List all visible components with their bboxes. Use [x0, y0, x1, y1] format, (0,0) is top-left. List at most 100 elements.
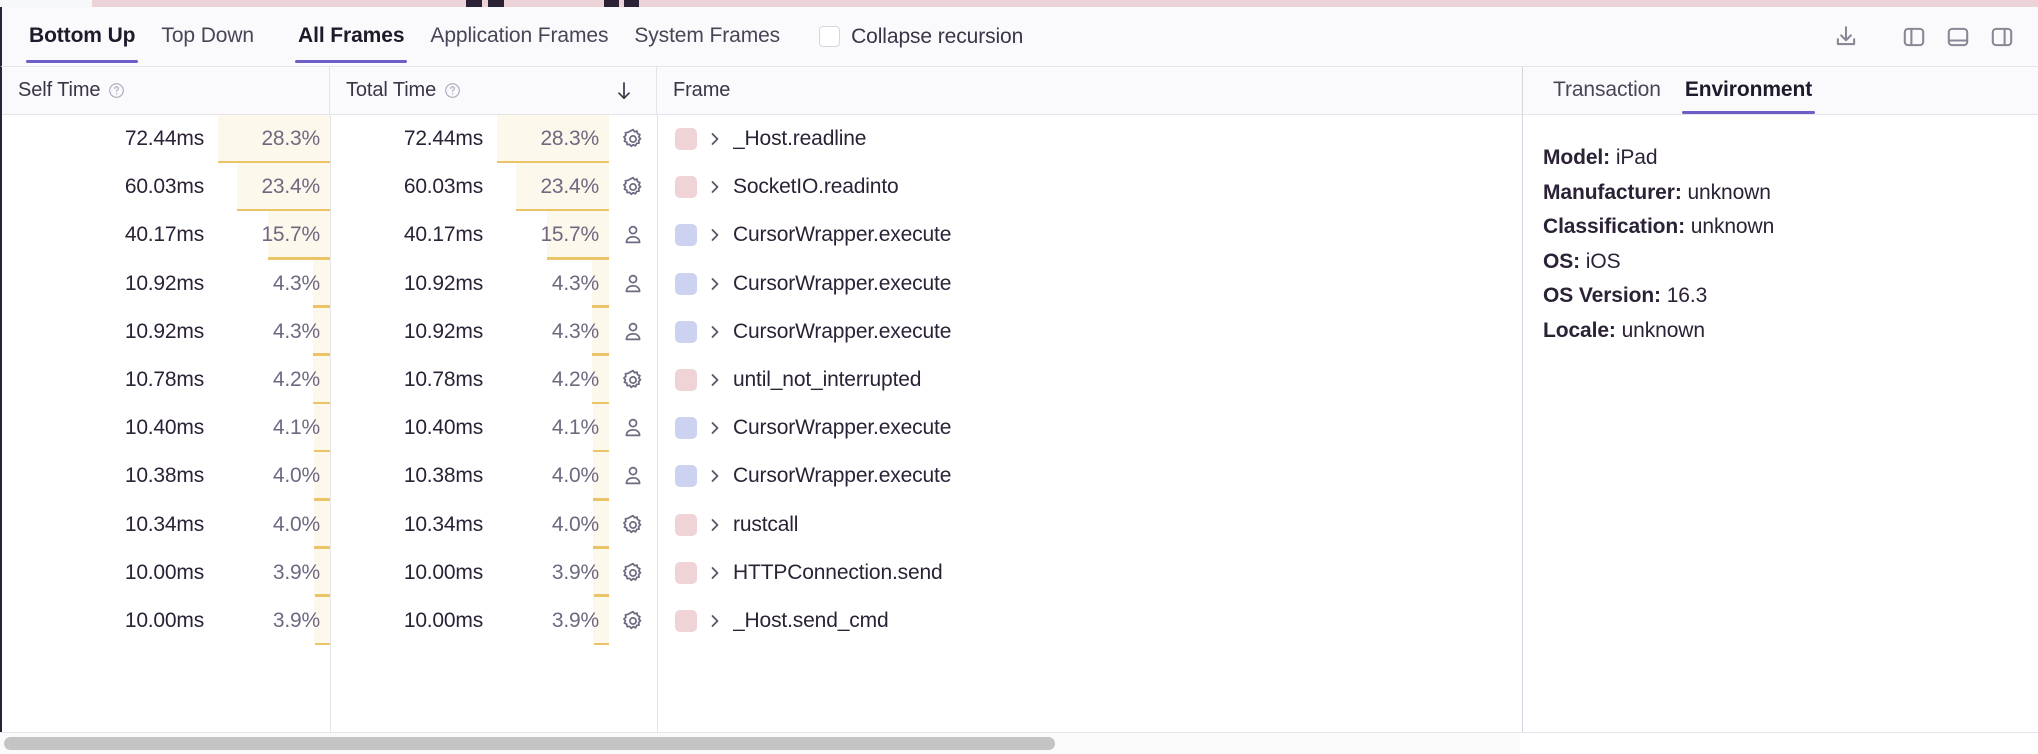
view-toolbar: Bottom Up Top Down All Frames Applicatio… — [0, 7, 2038, 67]
collapse-recursion-checkbox[interactable] — [819, 26, 841, 47]
total-percent-value: 3.9% — [551, 608, 599, 632]
tab-environment[interactable]: Environment — [1673, 67, 1824, 114]
expand-chevron-icon[interactable] — [697, 130, 733, 148]
column-header-frame[interactable]: Frame — [657, 67, 1522, 114]
self-time-value: 10.92ms — [124, 319, 204, 343]
self-time-value: 40.17ms — [124, 223, 204, 247]
expand-chevron-icon[interactable] — [697, 564, 733, 582]
environment-detail-row: Manufacturer: unknown — [1543, 176, 2038, 211]
frame-color-swatch-application — [675, 320, 697, 343]
help-icon[interactable] — [444, 82, 461, 99]
expand-chevron-icon[interactable] — [697, 178, 733, 196]
frames-table-header: Self Time Total Time — [2, 67, 1522, 115]
tab-transaction[interactable]: Transaction — [1541, 67, 1673, 114]
self-percent-bar: 28.3% — [218, 115, 330, 164]
frame-type-button[interactable] — [609, 272, 657, 296]
frame-type-button[interactable] — [609, 416, 657, 440]
panel-body: Self Time Total Time — [0, 67, 2038, 732]
frame-type-button[interactable] — [609, 464, 657, 488]
tab-system-frames[interactable]: System Frames — [621, 10, 793, 63]
self-percent-value: 3.9% — [272, 560, 320, 584]
frame-color-swatch-application — [675, 417, 697, 440]
self-time-value: 60.03ms — [124, 175, 204, 199]
tab-bottom-up[interactable]: Bottom Up — [16, 10, 148, 63]
frame-color-swatch-system — [675, 561, 697, 584]
tab-application-frames[interactable]: Application Frames — [417, 10, 621, 63]
frames-table: Self Time Total Time — [2, 67, 1522, 732]
gear-icon — [623, 610, 642, 630]
frame-type-button[interactable] — [609, 127, 657, 151]
environment-detail-key: Locale: — [1543, 318, 1616, 342]
frame-type-button[interactable] — [609, 175, 657, 199]
frame-color-swatch-system — [675, 513, 697, 536]
frame-type-button[interactable] — [609, 561, 657, 585]
expand-chevron-icon[interactable] — [697, 467, 733, 485]
view-tab-group: Bottom Up Top Down All Frames Applicatio… — [16, 10, 793, 63]
frame-type-button[interactable] — [609, 320, 657, 344]
frame-type-button[interactable] — [609, 223, 657, 247]
expand-chevron-icon[interactable] — [697, 516, 733, 534]
expand-chevron-icon[interactable] — [697, 371, 733, 389]
expand-chevron-icon[interactable] — [697, 612, 733, 630]
frame-type-button[interactable] — [609, 368, 657, 392]
tab-top-down[interactable]: Top Down — [148, 10, 267, 63]
expand-chevron-icon[interactable] — [697, 323, 733, 341]
expand-chevron-icon[interactable] — [697, 419, 733, 437]
person-icon — [625, 322, 641, 341]
person-icon — [625, 226, 641, 244]
cell-frame: SocketIO.readinto — [657, 163, 1522, 211]
column-header-frame-label: Frame — [673, 79, 731, 101]
toggle-bottom-panel-button[interactable] — [1936, 17, 1980, 57]
total-time-value: 10.40ms — [403, 416, 483, 440]
collapse-recursion-control[interactable]: Collapse recursion — [819, 25, 1023, 49]
self-percent-bar: 4.2% — [218, 355, 330, 405]
total-percent-bar: 4.0% — [497, 500, 609, 549]
total-time-value: 10.92ms — [403, 319, 483, 343]
frame-color-swatch-system — [675, 609, 697, 632]
expand-chevron-icon[interactable] — [697, 226, 733, 244]
frame-name: CursorWrapper.execute — [733, 464, 952, 488]
self-percent-value: 28.3% — [261, 127, 320, 151]
environment-detail-key: OS Version: — [1543, 284, 1661, 307]
toggle-left-panel-button[interactable] — [1892, 17, 1936, 57]
total-percent-bar: 4.3% — [497, 307, 609, 356]
expand-chevron-icon[interactable] — [697, 275, 733, 293]
self-percent-bar: 4.1% — [218, 404, 330, 453]
total-percent-value: 4.0% — [551, 464, 599, 488]
gear-icon — [623, 369, 642, 389]
frame-type-button[interactable] — [609, 609, 657, 633]
tab-all-frames[interactable]: All Frames — [285, 10, 417, 63]
frame-name: _Host.readline — [733, 127, 867, 151]
horizontal-scrollbar-thumb[interactable] — [4, 737, 1055, 750]
self-percent-value: 4.2% — [272, 368, 320, 392]
toggle-right-panel-button[interactable] — [1980, 17, 2024, 57]
cell-frame: until_not_interrupted — [657, 356, 1522, 404]
column-header-self-time[interactable]: Self Time — [2, 67, 330, 114]
help-icon[interactable] — [108, 82, 125, 99]
toolbar-icon-group — [1824, 17, 2024, 57]
column-header-total-time[interactable]: Total Time — [330, 67, 657, 114]
total-time-value: 10.34ms — [403, 512, 483, 536]
download-button[interactable] — [1824, 17, 1868, 57]
horizontal-scrollbar-track[interactable] — [0, 733, 1520, 754]
total-percent-value: 4.3% — [551, 319, 599, 343]
tab-application-frames-label: Application Frames — [430, 24, 609, 47]
frame-type-button[interactable] — [609, 513, 657, 537]
environment-detail-key: OS: — [1543, 249, 1581, 273]
